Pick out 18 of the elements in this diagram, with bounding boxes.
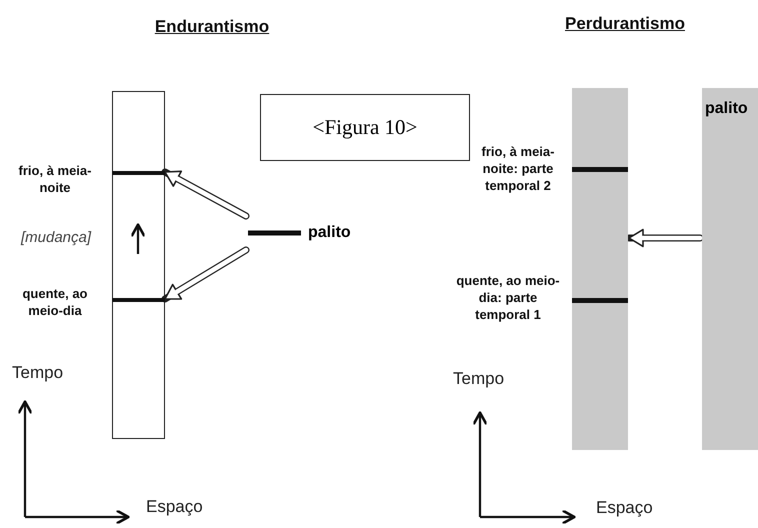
time-label: quente, ao meio-dia (21, 285, 88, 319)
time-label: quente, ao meio-dia: parte temporal 1 (455, 272, 561, 323)
change-label: [mudança] (20, 229, 92, 246)
stick-column: palito (702, 88, 758, 450)
axis-label: Tempo (12, 363, 64, 383)
section-heading: Perdurantismo (564, 14, 686, 34)
stick-label: palito (248, 220, 360, 246)
figure-caption-box: <Figura 10> (260, 94, 470, 161)
hollow-arrow (162, 246, 250, 302)
time-column (112, 91, 165, 439)
time-label: frio, à meia-noite: parte temporal 2 (480, 143, 556, 194)
axis-label: Tempo (453, 369, 506, 389)
axis-label: Espaço (146, 497, 204, 517)
section-heading: Endurantismo (154, 17, 270, 37)
axis-label: Espaço (596, 498, 654, 518)
time-label: frio, à meia-noite (18, 162, 92, 196)
hollow-arrow (162, 168, 250, 220)
time-column (572, 88, 628, 450)
